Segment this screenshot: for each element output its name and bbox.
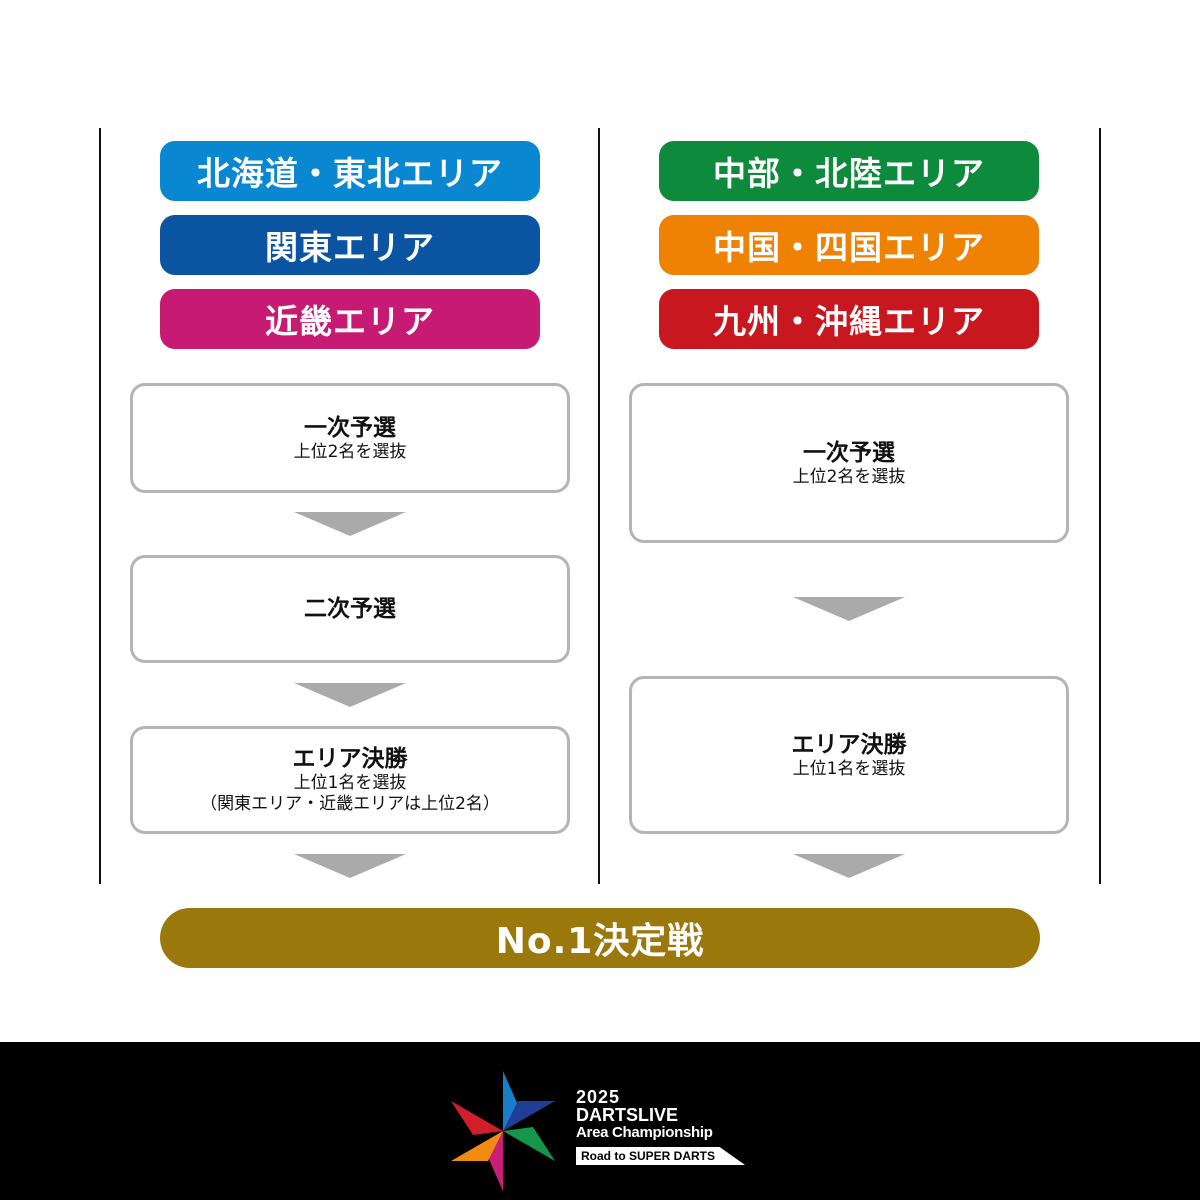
left-stage-first-qualifier: 一次予選 上位2名を選抜 (130, 383, 570, 493)
stage-title: エリア決勝 (791, 731, 907, 758)
logo-year: 2025 (576, 1087, 621, 1107)
area-badge-kyushu-okinawa: 九州・沖縄エリア (659, 289, 1039, 349)
right-stage-first-qualifier: 一次予選 上位2名を選抜 (629, 383, 1069, 543)
stage-title: エリア決勝 (292, 746, 408, 772)
left-stage-area-final: エリア決勝 上位1名を選抜 （関東エリア・近畿エリアは上位2名） (130, 726, 570, 834)
left-stage-second-qualifier: 二次予選 (130, 555, 570, 663)
area-badge-chubu-hokuriku: 中部・北陸エリア (659, 141, 1039, 201)
down-arrow-icon (793, 597, 905, 621)
stage-title: 一次予選 (304, 414, 396, 441)
final-championship-badge: No.1決定戦 (160, 908, 1040, 968)
stage-subtitle: 上位1名を選抜 (792, 758, 906, 779)
area-badge-kanto: 関東エリア (160, 215, 540, 275)
area-badge-chugoku-shikoku: 中国・四国エリア (659, 215, 1039, 275)
stage-title: 一次予選 (803, 439, 895, 466)
down-arrow-icon (294, 683, 406, 707)
down-arrow-icon (294, 512, 406, 536)
stage-subtitle: 上位2名を選抜 (293, 441, 407, 462)
logo-subtitle: Area Championship (576, 1124, 713, 1141)
logo-text: 2025 DARTSLIVE Area Championship Road to… (576, 1087, 746, 1165)
area-badge-hokkaido-tohoku: 北海道・東北エリア (160, 141, 540, 201)
stage-note: （関東エリア・近畿エリアは上位2名） (200, 794, 500, 814)
down-arrow-icon (294, 854, 406, 878)
stage-subtitle: 上位1名を選抜 (293, 773, 407, 793)
footer-bar: 2025 DARTSLIVE Area Championship Road to… (0, 1042, 1200, 1200)
center-divider-line (598, 128, 600, 884)
right-divider-line (1099, 128, 1101, 884)
logo-tagline: Road to SUPER DARTS (576, 1147, 746, 1165)
logo-brand: DARTSLIVE (576, 1105, 679, 1125)
stage-subtitle: 上位2名を選抜 (792, 466, 906, 487)
down-arrow-icon (793, 854, 905, 878)
area-badge-kinki: 近畿エリア (160, 289, 540, 349)
stage-title: 二次予選 (304, 596, 396, 622)
right-stage-area-final: エリア決勝 上位1名を選抜 (629, 676, 1069, 834)
left-divider-line (99, 128, 101, 884)
dartslive-star-logo-icon (451, 1071, 555, 1191)
